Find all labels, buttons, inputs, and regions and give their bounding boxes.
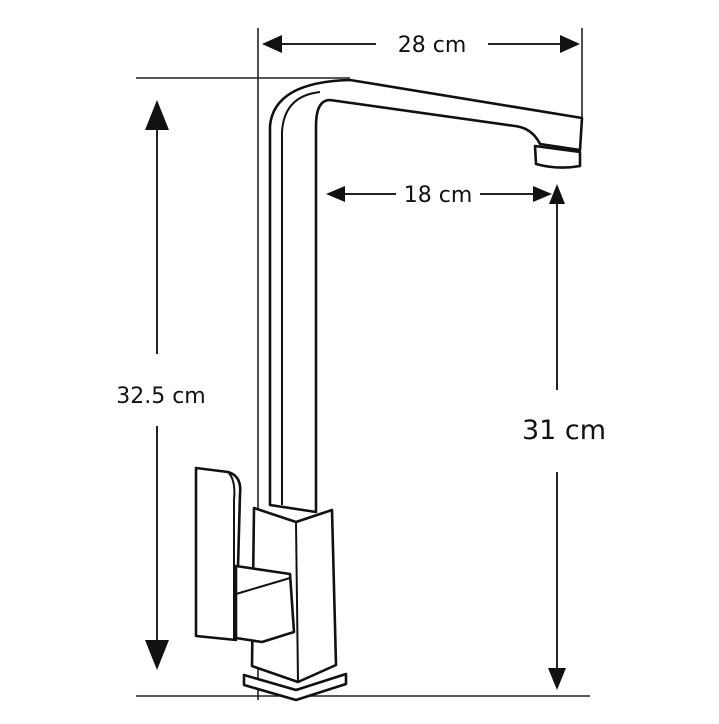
dimension-31cm: 31 cm (522, 184, 606, 690)
arrow-right-icon (533, 186, 552, 202)
spout-arm (268, 78, 584, 514)
dim-31-label: 31 cm (522, 415, 606, 446)
faucet-base-plate (242, 672, 348, 702)
arrow-down-icon (548, 668, 566, 690)
arrow-down-icon (145, 640, 169, 670)
dimension-32-5cm: 32.5 cm (116, 100, 206, 670)
dim-32-5-label: 32.5 cm (116, 384, 206, 409)
spout-outlet (533, 144, 582, 169)
faucet-drawing (194, 78, 584, 702)
faucet-body-edge (295, 521, 299, 683)
lever-handle-edge (227, 471, 236, 640)
dimension-18cm: 18 cm (326, 183, 552, 208)
dim-18-label: 18 cm (404, 183, 473, 208)
spout-arm-edge (281, 91, 321, 505)
arrow-left-icon (326, 186, 345, 202)
arrow-right-icon (560, 35, 580, 53)
arrow-up-icon (549, 184, 565, 204)
arrow-up-icon (145, 100, 169, 130)
arrow-left-icon (262, 35, 282, 53)
lever-connector-edge (235, 577, 291, 595)
dimension-28cm: 28 cm (262, 33, 580, 58)
lever-connector (234, 564, 296, 644)
dim-28-label: 28 cm (398, 33, 467, 58)
